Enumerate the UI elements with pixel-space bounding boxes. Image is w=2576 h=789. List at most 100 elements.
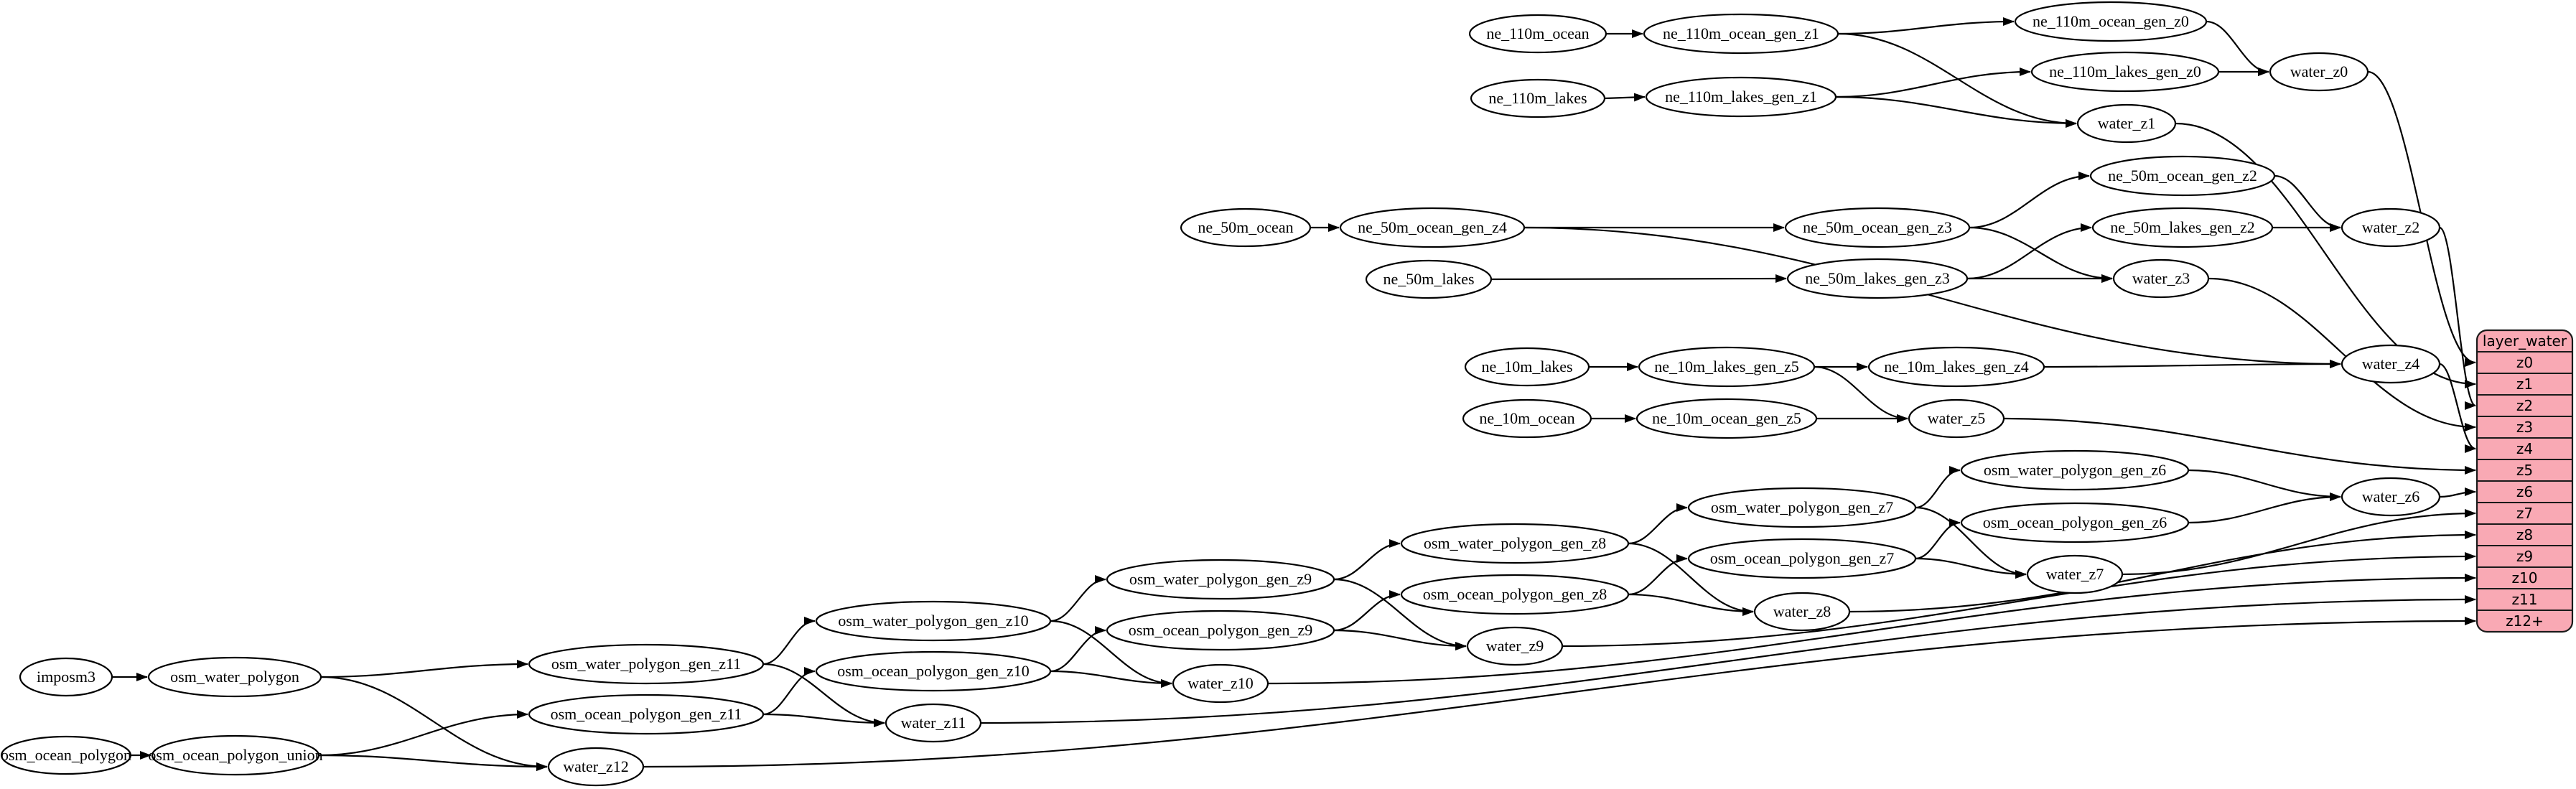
node-label: ne_110m_ocean_gen_z1 [1663, 24, 1819, 42]
node-osm_ocean_polygon_gen_z8: osm_ocean_polygon_gen_z8 [1400, 574, 1630, 615]
node-ne_50m_lakes: ne_50m_lakes [1365, 259, 1493, 299]
edge-osm_ocean_polygon_union-to-osm_ocean_polygon_gen_z11 [318, 710, 528, 757]
node-label: osm_ocean_polygon_union [148, 746, 322, 764]
record-title: layer_water [2483, 332, 2567, 350]
node-label: water_z0 [2290, 62, 2348, 80]
node-label: water_z9 [1486, 637, 1544, 655]
node-ne_50m_ocean: ne_50m_ocean [1180, 207, 1312, 248]
node-shape [1180, 207, 1312, 248]
record-row-z0: z0 [2516, 354, 2533, 371]
edge-water_z5-to-layer_water-z5 [2003, 417, 2476, 475]
node-label: ne_10m_ocean [1479, 409, 1574, 427]
node-shape [1464, 347, 1590, 387]
edge-osm_water_polygon_gen_z11-to-water_z11 [762, 663, 885, 727]
node-shape [2341, 477, 2441, 517]
record-row-z10: z10 [2512, 569, 2538, 587]
node-ne_110m_ocean_gen_z1: ne_110m_ocean_gen_z1 [1643, 13, 1839, 55]
node-label: ne_10m_lakes_gen_z4 [1884, 358, 2029, 375]
node-water_z1: water_z1 [2076, 103, 2177, 144]
node-label: osm_water_polygon_gen_z9 [1129, 570, 1312, 588]
record-row-z12+: z12+ [2506, 612, 2544, 630]
node-shape [1687, 538, 1917, 579]
node-osm_water_polygon_gen_z11: osm_water_polygon_gen_z11 [528, 643, 765, 685]
edge-osm_water_polygon_gen_z6-to-water_z6 [2188, 469, 2341, 501]
node-shape [2026, 554, 2124, 594]
node-ne_110m_lakes: ne_110m_lakes [1470, 78, 1606, 118]
node-osm_water_polygon_gen_z7: osm_water_polygon_gen_z7 [1687, 487, 1917, 528]
node-shape [528, 694, 765, 735]
edge-osm_water_polygon-to-water_z12 [320, 676, 548, 771]
record-row-z7: z7 [2516, 505, 2533, 522]
edge-osm_water_polygon_gen_z8-to-osm_water_polygon_gen_z7 [1628, 503, 1688, 545]
node-label: water_z10 [1187, 674, 1254, 692]
node-label: osm_ocean_polygon [1, 746, 131, 764]
edge-osm_ocean_polygon_gen_z9-to-water_z9 [1333, 629, 1467, 650]
node-shape [2112, 258, 2210, 299]
node-ne_10m_lakes: ne_10m_lakes [1464, 347, 1590, 387]
edge-osm_ocean_polygon_gen_z10-to-osm_ocean_polygon_gen_z9 [1050, 626, 1106, 673]
node-shape [1466, 626, 1564, 666]
node-shape [2089, 155, 2276, 197]
node-label: water_z6 [2362, 487, 2420, 505]
edge-water_z8-to-layer_water-z8 [1849, 531, 2476, 613]
node-shape [1339, 207, 1526, 248]
node-shape [1960, 449, 2190, 491]
node-shape [1638, 346, 1816, 388]
edge-ne_10m_lakes_gen_z5-to-water_z5 [1814, 365, 1908, 423]
edge-osm_ocean_polygon_gen_z7-to-osm_ocean_polygon_gen_z6 [1915, 518, 1961, 560]
node-label: ne_50m_ocean_gen_z4 [1358, 218, 1507, 236]
node-label: water_z2 [2362, 218, 2420, 236]
node-osm_ocean_polygon: osm_ocean_polygon [0, 735, 132, 775]
node-water_z10: water_z10 [1172, 663, 1269, 704]
edge-water_z7-to-layer_water-z7 [2122, 509, 2476, 576]
edge-osm_ocean_polygon_gen_z8-to-osm_ocean_polygon_gen_z7 [1628, 554, 1688, 596]
edge-water_z2-to-layer_water-z2 [2439, 226, 2476, 410]
edge-osm_water_polygon_gen_z8-to-water_z8 [1628, 542, 1754, 616]
node-water_z6: water_z6 [2341, 477, 2441, 517]
node-label: osm_ocean_polygon_gen_z6 [1983, 513, 2167, 531]
node-shape [1867, 346, 2045, 388]
edge-water_z6-to-layer_water-z6 [2439, 487, 2476, 498]
edge-water_z9-to-layer_water-z9 [1562, 552, 2476, 648]
node-shape [1106, 559, 1335, 600]
node-shape [1786, 258, 1969, 299]
node-ne_110m_ocean_gen_z0: ne_110m_ocean_gen_z0 [2014, 1, 2208, 42]
node-shape [547, 747, 645, 787]
record-row-z9: z9 [2516, 548, 2533, 565]
record-row-z3: z3 [2516, 419, 2533, 436]
node-label: osm_ocean_polygon_gen_z8 [1423, 585, 1607, 603]
edge-ne_50m_lakes_gen_z3-to-ne_50m_lakes_gen_z2 [1966, 223, 2092, 280]
record-row-z11: z11 [2512, 591, 2538, 608]
node-water_z12: water_z12 [547, 747, 645, 787]
node-shape [2076, 103, 2177, 144]
node-ne_50m_lakes_gen_z2: ne_50m_lakes_gen_z2 [2091, 207, 2274, 248]
edge-osm_ocean_polygon_gen_z9-to-osm_ocean_polygon_gen_z8 [1333, 590, 1401, 632]
node-shape [1468, 14, 1607, 54]
node-shape [1365, 259, 1493, 299]
node-shape [2269, 52, 2369, 92]
node-water_z2: water_z2 [2341, 207, 2441, 248]
node-osm_ocean_polygon_gen_z11: osm_ocean_polygon_gen_z11 [528, 694, 765, 735]
node-shape [2341, 344, 2441, 384]
node-water_z4: water_z4 [2341, 344, 2441, 384]
edge-osm_water_polygon_gen_z7-to-osm_water_polygon_gen_z6 [1915, 466, 1961, 509]
node-water_z7: water_z7 [2026, 554, 2124, 594]
edge-osm_ocean_polygon_union-to-water_z12 [318, 754, 548, 771]
node-shape [815, 600, 1052, 642]
node-ne_110m_lakes_gen_z1: ne_110m_lakes_gen_z1 [1645, 76, 1837, 118]
node-label: ne_50m_ocean_gen_z3 [1803, 218, 1952, 236]
node-water_z5: water_z5 [1908, 398, 2005, 439]
edge-ne_110m_lakes-to-ne_110m_lakes_gen_z1 [1604, 93, 1646, 102]
node-ne_10m_ocean: ne_10m_ocean [1462, 398, 1592, 439]
edge-osm_ocean_polygon_gen_z6-to-water_z6 [2188, 492, 2341, 524]
node-label: ne_110m_lakes_gen_z1 [1665, 88, 1817, 106]
node-label: ne_50m_ocean_gen_z2 [2108, 167, 2257, 185]
edge-osm_water_polygon_gen_z7-to-water_z7 [1915, 506, 2027, 579]
edge-osm_ocean_polygon_gen_z11-to-water_z11 [762, 713, 885, 727]
node-label: water_z11 [901, 714, 966, 732]
node-label: ne_110m_lakes_gen_z0 [2049, 62, 2201, 80]
node-label: water_z5 [1928, 409, 1986, 427]
